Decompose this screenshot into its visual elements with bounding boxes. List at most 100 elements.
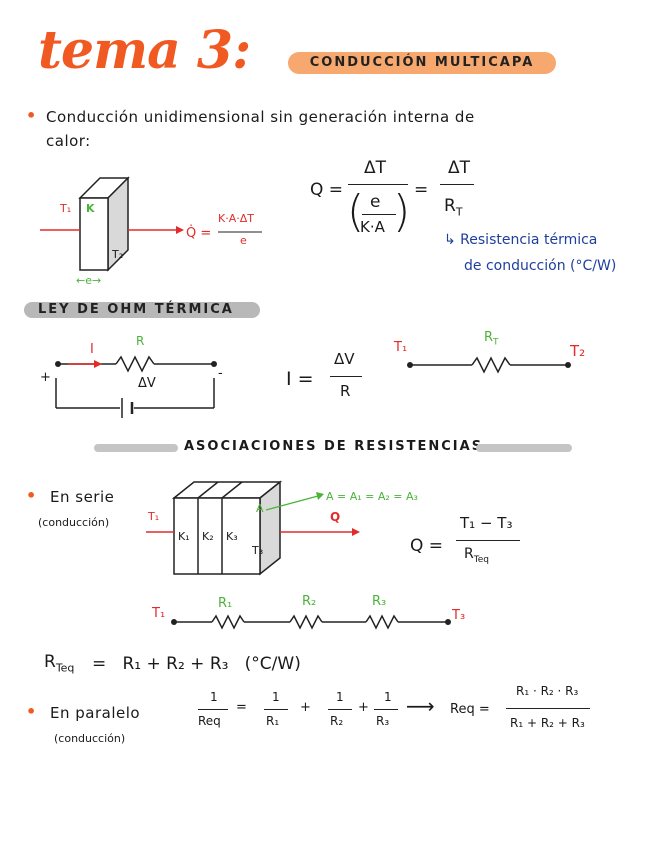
circuit-current: I [90, 342, 94, 357]
chain-t1: T₁ [152, 606, 166, 621]
circuit-plus: + [40, 370, 51, 385]
par-plus-1: + [300, 700, 311, 715]
par-num: R₁ · R₂ · R₃ [516, 684, 579, 698]
circuit-minus: - [218, 366, 223, 381]
chain-r1: R₁ [218, 596, 233, 611]
series-eq-den-main: R [464, 546, 474, 562]
series-eq-bar [456, 540, 520, 541]
par-one-4: 1 [384, 690, 392, 704]
par-req: Req [198, 714, 221, 728]
divider-right [476, 444, 572, 452]
divider-left [94, 444, 178, 452]
electric-circuit [55, 355, 217, 418]
par-r3: R₃ [376, 714, 390, 728]
par-bar-4 [374, 709, 398, 710]
par-den: R₁ + R₂ + R₃ [510, 716, 585, 730]
par-bar-3 [328, 709, 352, 710]
serie-title: En serie [50, 488, 115, 506]
chain-r3: R₃ [372, 594, 387, 609]
rteq-sum: = R₁ + R₂ + R₃ (°C/W) [92, 654, 301, 674]
eq-fraction-bar2 [362, 214, 396, 215]
bullet-icon: • [26, 486, 37, 505]
eq-paren-left: ( [347, 186, 365, 237]
eq-paren-right: ) [393, 186, 411, 237]
intro-line2: calor: [46, 132, 91, 150]
assoc-section-title: ASOCIACIONES DE RESISTENCIAS [184, 439, 484, 454]
series-eq-q: Q = [410, 536, 444, 556]
series-k1: K₁ [178, 530, 190, 543]
circuit-resistance: R [136, 334, 145, 348]
par-equals: = [236, 700, 247, 715]
par-plus-2: + [358, 700, 369, 715]
thermal-rt-sub: T [493, 337, 499, 348]
series-area-eq: A = A₁ = A₂ = A₃ [326, 490, 418, 503]
series-q: Q [330, 510, 341, 524]
par-bar-1 [198, 709, 228, 710]
series-k2: K₂ [202, 530, 214, 543]
bullet-icon: • [26, 702, 37, 721]
wall-t1: T₁ [60, 202, 72, 215]
page-title: tema 3: [38, 20, 251, 81]
ohm-eq-bar [330, 376, 362, 377]
thermal-rt-main: R [484, 330, 494, 345]
ohm-eq-r: R [340, 382, 351, 400]
intro-line1: Conducción unidimensional sin generación… [46, 108, 475, 126]
thermal-resistor [407, 356, 571, 374]
par-bar-5 [506, 708, 590, 709]
eq-fraction-bar1 [348, 184, 408, 185]
wall-t2: T₂ [112, 248, 124, 261]
series-wall-diagram [146, 480, 360, 576]
series-area: A [256, 502, 264, 515]
bullet-icon: • [26, 106, 37, 125]
q-label: Q̇ = [186, 226, 212, 241]
paralelo-title: En paralelo [50, 704, 141, 722]
note-line2: de conducción (°C/W) [464, 258, 617, 274]
series-resistor-chain [171, 614, 451, 630]
series-k3: K₃ [226, 530, 238, 543]
ohm-eq-i: I = [286, 368, 314, 390]
chain-r2: R₂ [302, 594, 317, 609]
thermal-t1: T₁ [394, 340, 408, 355]
serie-sub: (conducción) [38, 516, 110, 529]
wall-diagram [40, 176, 262, 272]
note-line1: ↳ Resistencia térmica [444, 232, 598, 248]
circuit-dv: ΔV [138, 376, 156, 391]
series-t3: T₃ [252, 544, 264, 557]
eq-dt2: ΔT [448, 158, 471, 178]
ohm-section-title: LEY DE OHM TÉRMICA [24, 302, 260, 318]
series-t1: T₁ [148, 510, 160, 523]
series-eq-den: RTeq [464, 546, 489, 565]
series-eq-num: T₁ − T₃ [460, 514, 513, 532]
par-one-1: 1 [210, 690, 218, 704]
eq-dt1: ΔT [364, 158, 387, 178]
page-subtitle: CONDUCCIÓN MULTICAPA [288, 52, 556, 74]
par-r1: R₁ [266, 714, 280, 728]
eq-equals: = [414, 180, 429, 200]
par-req-label: Req = [450, 702, 490, 717]
wall-k: K [86, 202, 95, 215]
eq-q: Q = [310, 180, 344, 200]
q-numerator: K·A·ΔT [218, 212, 254, 225]
series-eq-den-sub: Teq [473, 554, 489, 565]
rteq-main: R [44, 652, 56, 672]
rteq-label: RTeq [44, 652, 74, 674]
eq-fraction-bar3 [440, 184, 474, 185]
eq-rt-main: R [444, 196, 456, 216]
wall-thickness: ←e→ [76, 274, 102, 287]
thermal-t2: T₂ [570, 342, 586, 360]
q-denominator: e [240, 234, 247, 247]
ohm-eq-dv: ΔV [334, 350, 355, 368]
par-bar-2 [264, 709, 288, 710]
chain-t3: T₃ [452, 608, 466, 623]
par-arrow-icon: ⟶ [406, 694, 435, 718]
eq-rt: RT [444, 196, 463, 218]
eq-rt-sub: T [455, 205, 463, 219]
thermal-rt: RT [484, 330, 499, 348]
rteq-sub: Teq [55, 661, 75, 675]
paralelo-sub: (conducción) [54, 732, 126, 745]
eq-ka: K·A [360, 218, 385, 236]
par-one-3: 1 [336, 690, 344, 704]
par-one-2: 1 [272, 690, 280, 704]
par-r2: R₂ [330, 714, 344, 728]
eq-e: e [370, 192, 381, 212]
